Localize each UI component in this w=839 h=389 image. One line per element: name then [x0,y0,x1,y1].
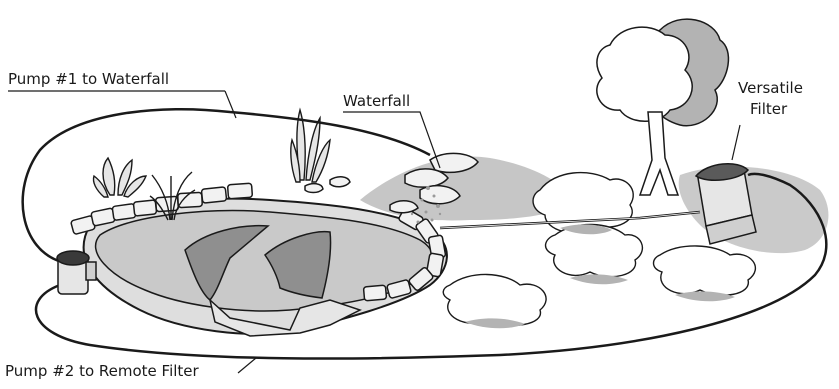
pump1-label: Pump #1 to Waterfall [8,70,169,88]
pump2-leader [238,358,256,373]
filter-leader [732,125,740,160]
pond-plant-left [93,158,146,197]
tree-trunk [640,112,678,195]
waterfall-label: Waterfall [343,92,410,110]
filter-label-line1: Versatile [738,79,803,97]
tree-foliage [597,27,692,121]
pump1-leader-tick [225,91,236,118]
filter-label-line2: Filter [750,100,787,118]
pump2-label: Pump #2 to Remote Filter [5,362,199,380]
